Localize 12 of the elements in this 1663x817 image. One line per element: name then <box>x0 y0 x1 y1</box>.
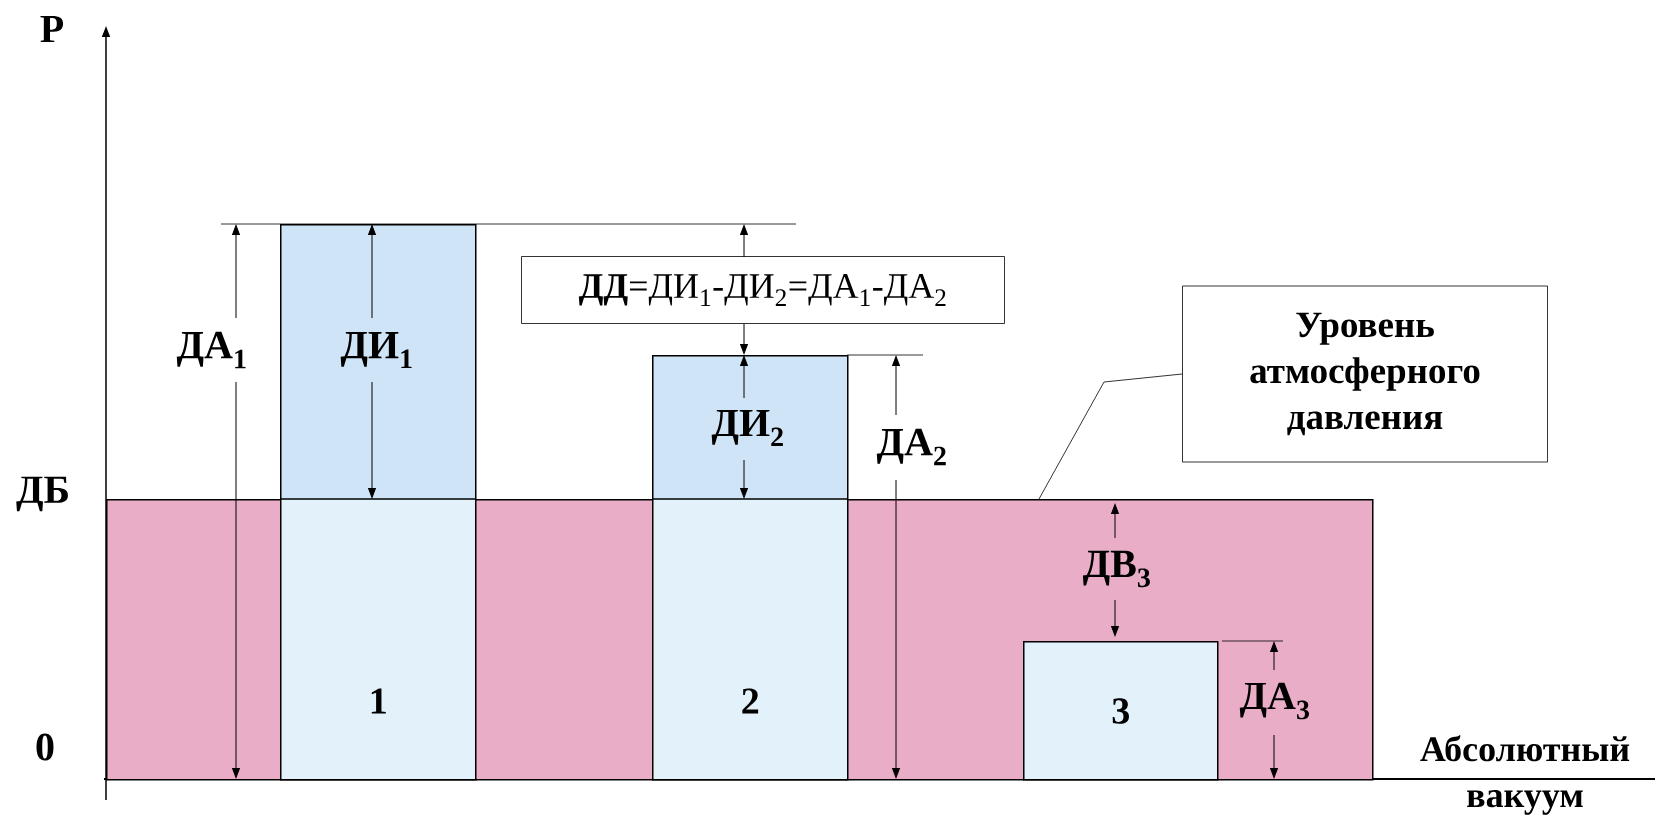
axis-label: ДБ <box>16 476 68 512</box>
callout-box: Уровень атмосферного давления <box>1182 285 1548 463</box>
dimension-label: ДИ$_{2}$ <box>711 409 783 447</box>
formula-box: ДД=ДИ$_{1}$-ДИ$_{2}$=ДА$_{1}$-ДА$_{2}$ <box>521 256 1005 324</box>
axis-label: Абсолютный вакуум <box>1420 735 1630 815</box>
arrow <box>740 323 748 355</box>
dimension-label: ДВ$_{3}$ <box>1082 550 1150 588</box>
leader-line <box>1038 373 1183 500</box>
vessel-bar: 3 <box>1023 641 1219 781</box>
axis-label: 0 <box>36 733 54 761</box>
dimension-label: ДИ$_{1}$ <box>340 331 412 369</box>
axis-label: P <box>40 15 64 43</box>
